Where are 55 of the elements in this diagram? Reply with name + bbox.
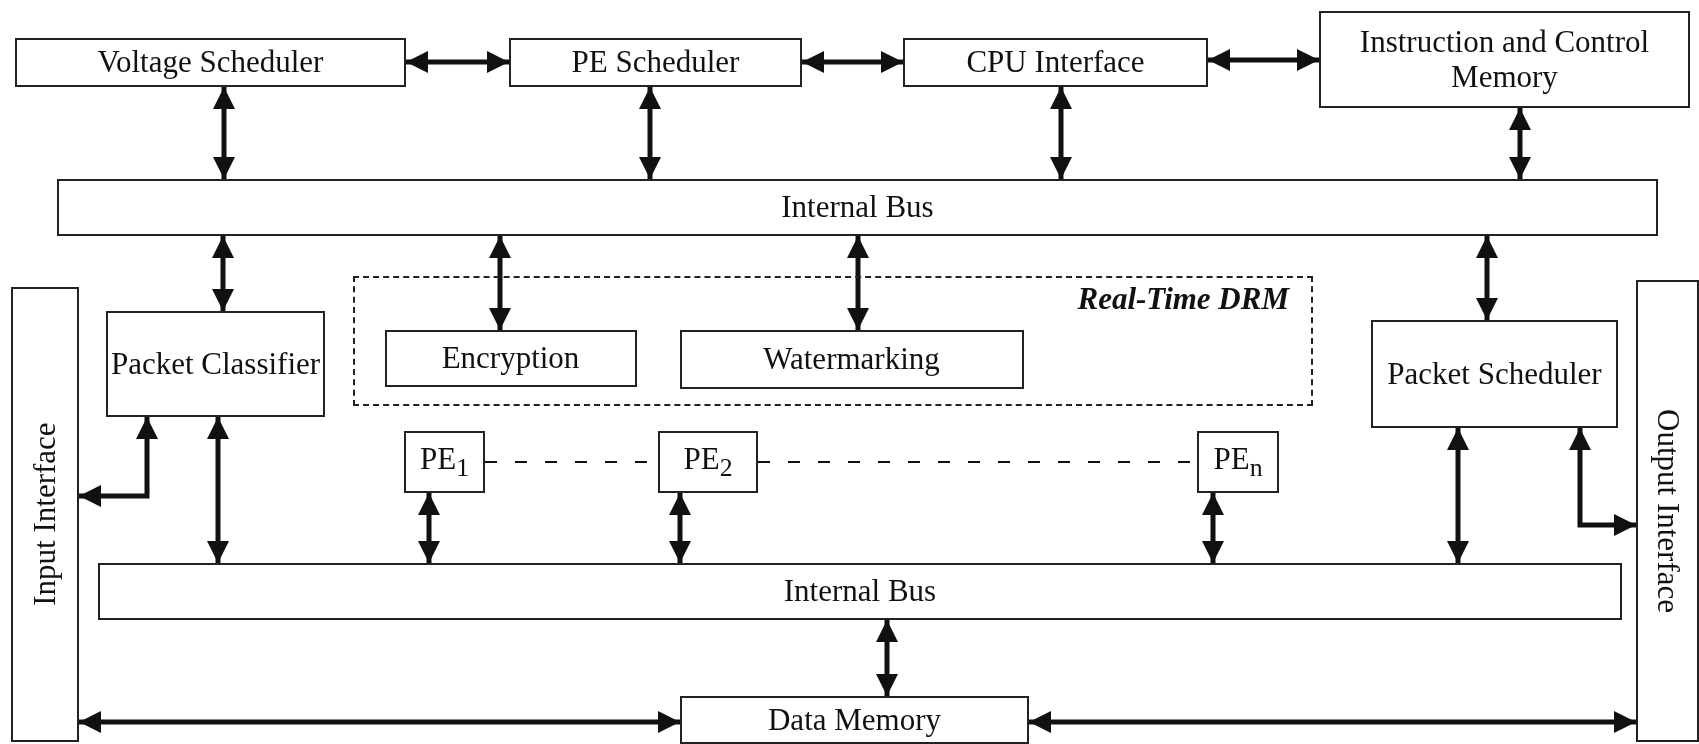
block-box xyxy=(1636,280,1699,742)
double-arrow xyxy=(876,620,898,696)
block-box xyxy=(680,696,1029,744)
double-arrow xyxy=(639,87,661,179)
block-label: Watermarking xyxy=(763,341,940,377)
double-arrow xyxy=(418,493,440,563)
double-arrow xyxy=(79,417,158,507)
block-box xyxy=(1371,320,1618,428)
double-arrow xyxy=(1050,87,1072,179)
block-box xyxy=(903,38,1208,87)
block-label: Output Interface xyxy=(1650,409,1685,613)
double-arrow xyxy=(1202,493,1224,563)
group-title: Real-Time DRM xyxy=(1077,282,1289,317)
block-label: Internal Bus xyxy=(783,574,937,609)
block-label: Data Memory xyxy=(768,702,941,738)
block-label: Encryption xyxy=(441,340,580,376)
block-box xyxy=(404,431,485,493)
block-label: Packet Classifier xyxy=(110,346,321,382)
double-arrow xyxy=(1208,49,1319,71)
dashed-group-box xyxy=(353,276,1313,406)
double-arrow xyxy=(1447,428,1469,563)
double-arrow xyxy=(207,417,229,563)
block-box xyxy=(679,329,1024,389)
block-box xyxy=(384,329,637,387)
block-box xyxy=(509,38,802,87)
double-arrow xyxy=(212,236,234,311)
block-label: Voltage Scheduler xyxy=(97,45,324,80)
double-arrow xyxy=(489,236,511,330)
bus-bar xyxy=(57,179,1658,236)
block-label: Input Interface xyxy=(27,422,63,607)
double-arrow xyxy=(1476,236,1498,320)
double-arrow xyxy=(847,236,869,330)
block-label: CPU Interface xyxy=(966,45,1145,80)
block-label: Packet Scheduler xyxy=(1387,356,1602,392)
double-arrow xyxy=(669,493,691,563)
double-arrow xyxy=(406,51,509,73)
block-box xyxy=(11,287,79,742)
block-label: PE$_{n}$ xyxy=(1213,441,1263,483)
double-arrow xyxy=(1029,711,1636,733)
block-box xyxy=(1319,11,1690,108)
block-box xyxy=(106,311,325,417)
block-label: Internal Bus xyxy=(781,190,934,225)
double-arrow xyxy=(1569,428,1636,536)
block-label: Instruction and Control Memory xyxy=(1358,25,1651,94)
double-arrow xyxy=(79,711,680,733)
double-arrow xyxy=(1509,108,1531,179)
double-arrow xyxy=(213,87,235,179)
block-label: PE Scheduler xyxy=(571,45,740,80)
block-box xyxy=(15,38,406,87)
block-label: PE$_{2}$ xyxy=(683,441,733,483)
block-box xyxy=(658,431,758,493)
block-label: PE$_{1}$ xyxy=(419,441,470,483)
block-box xyxy=(1197,431,1279,493)
double-arrow xyxy=(802,51,903,73)
bus-bar xyxy=(98,563,1622,620)
